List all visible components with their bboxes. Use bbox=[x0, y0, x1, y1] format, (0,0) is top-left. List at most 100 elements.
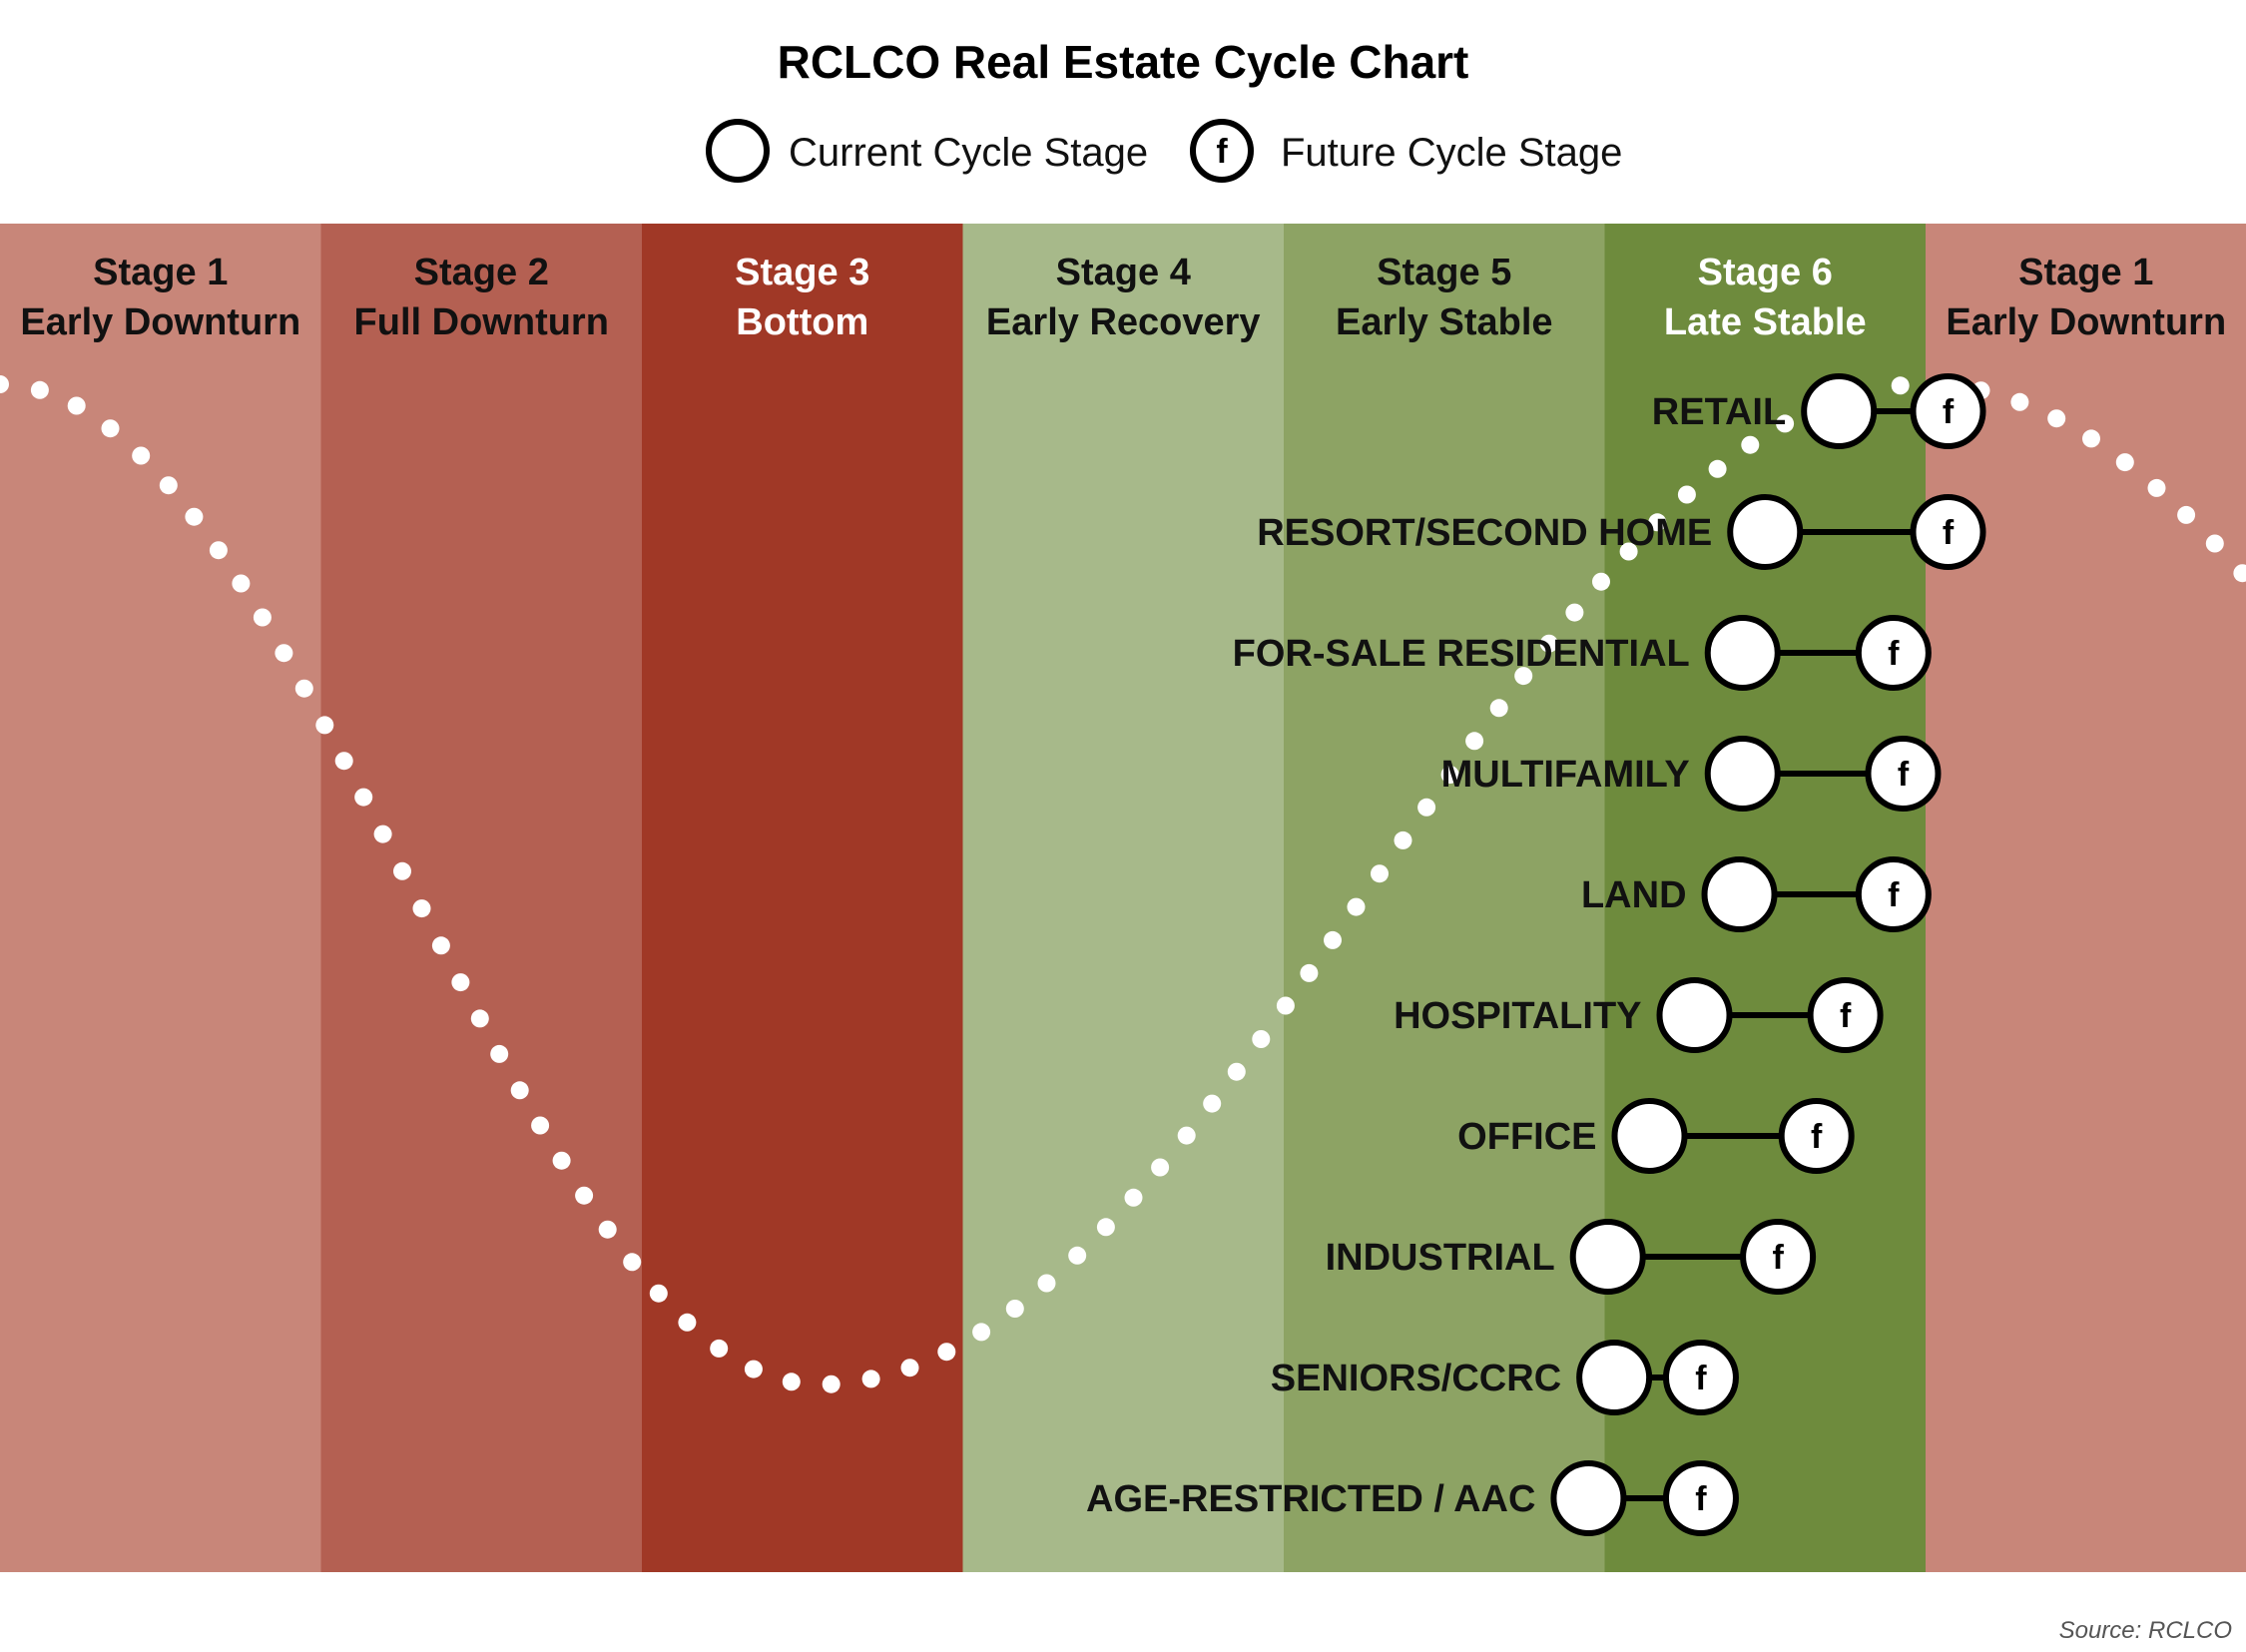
stage-number-label: Stage 6 bbox=[1698, 252, 1833, 293]
curve-dot bbox=[294, 679, 313, 698]
future-stage-marker bbox=[1855, 615, 1932, 691]
curve-dot bbox=[159, 476, 178, 495]
curve-dot bbox=[451, 973, 470, 992]
future-stage-marker bbox=[1910, 373, 1986, 449]
future-stage-marker-label: f bbox=[1695, 1360, 1707, 1397]
curve-dot bbox=[1465, 732, 1484, 751]
curve-dot bbox=[1440, 766, 1459, 784]
stage-number-label: Stage 2 bbox=[414, 252, 549, 293]
curve-dot bbox=[2205, 534, 2224, 553]
curve-dot bbox=[623, 1253, 642, 1272]
current-stage-marker bbox=[1576, 1340, 1653, 1415]
curve-dot bbox=[575, 1186, 594, 1205]
future-stage-marker-label: f bbox=[1840, 997, 1852, 1035]
curve-dot bbox=[937, 1343, 956, 1362]
current-stage-marker bbox=[1701, 856, 1778, 932]
curve-dot bbox=[1619, 542, 1638, 561]
curve-dot bbox=[1592, 572, 1610, 591]
future-stage-marker bbox=[1662, 1340, 1739, 1415]
stage-name-label: Bottom bbox=[736, 301, 868, 343]
future-stage-marker bbox=[1865, 736, 1942, 812]
legend: Current Cycle Stage f Future Cycle Stage bbox=[706, 119, 1622, 183]
stage-band-1 bbox=[0, 224, 321, 1572]
segment-label: AGE-RESTRICTED / AAC bbox=[1086, 1478, 1535, 1520]
curve-dot bbox=[2010, 392, 2029, 411]
curve-dot bbox=[822, 1375, 841, 1393]
curve-dot bbox=[1677, 485, 1696, 504]
curve-dot bbox=[1005, 1300, 1024, 1318]
segment-label: LAND bbox=[1581, 874, 1687, 916]
cycle-curve bbox=[0, 375, 2246, 1393]
current-stage-marker bbox=[1704, 615, 1781, 691]
stage-name-label: Early Downturn bbox=[1946, 301, 2226, 343]
curve-dot bbox=[1539, 634, 1558, 653]
curve-dot bbox=[861, 1370, 880, 1388]
curve-dot bbox=[2177, 505, 2196, 524]
curve-dot bbox=[1151, 1158, 1170, 1177]
curve-dot bbox=[678, 1313, 697, 1332]
curve-dot bbox=[412, 899, 431, 918]
future-stage-marker-label: f bbox=[1811, 1118, 1823, 1156]
stage-number-label: Stage 1 bbox=[2018, 252, 2153, 293]
curve-dot bbox=[2115, 453, 2134, 472]
future-stage-marker-label: f bbox=[1943, 393, 1955, 431]
legend-future-marker bbox=[1190, 119, 1254, 183]
curve-dot bbox=[598, 1220, 617, 1239]
stage-band-5 bbox=[1284, 224, 1605, 1572]
curve-dot bbox=[1177, 1126, 1196, 1145]
legend-current-label: Current Cycle Stage bbox=[789, 131, 1148, 175]
curve-dot bbox=[710, 1339, 729, 1358]
segment-label: FOR-SALE RESIDENTIAL bbox=[1233, 633, 1690, 675]
curve-dot bbox=[1276, 996, 1295, 1015]
segment-label: HOSPITALITY bbox=[1394, 995, 1641, 1037]
curve-dot bbox=[1068, 1246, 1087, 1265]
future-stage-marker bbox=[1910, 494, 1986, 570]
curve-dot bbox=[354, 788, 373, 807]
current-stage-marker bbox=[1727, 494, 1804, 570]
curve-dot bbox=[209, 541, 228, 560]
future-stage-marker bbox=[1740, 1219, 1817, 1295]
curve-dot bbox=[782, 1373, 801, 1391]
segment-row: f HOSPITALITY bbox=[1394, 977, 1884, 1053]
stage-name-label: Early Stable bbox=[1336, 301, 1553, 343]
curve-dot bbox=[373, 825, 392, 843]
curve-dot bbox=[1565, 603, 1584, 622]
legend-future-label: Future Cycle Stage bbox=[1281, 131, 1622, 175]
curve-dot bbox=[431, 936, 450, 955]
curve-dot bbox=[1347, 897, 1366, 916]
curve-dot bbox=[490, 1044, 509, 1063]
curve-dot bbox=[1203, 1094, 1222, 1113]
curve-dot bbox=[1371, 864, 1389, 883]
curve-dot bbox=[253, 608, 272, 627]
segment-label: INDUSTRIAL bbox=[1326, 1237, 1555, 1279]
stage-number-label: Stage 4 bbox=[1056, 252, 1191, 293]
source-note: Source: RCLCO bbox=[2059, 1617, 2232, 1644]
chart-title: RCLCO Real Estate Cycle Chart bbox=[778, 36, 1469, 88]
current-stage-marker bbox=[1550, 1460, 1627, 1536]
curve-dot bbox=[2233, 564, 2246, 583]
current-stage-marker bbox=[1656, 977, 1733, 1053]
stage-number-label: Stage 1 bbox=[93, 252, 228, 293]
curve-dot bbox=[232, 574, 251, 593]
stage-band-3 bbox=[642, 224, 963, 1572]
curve-dot bbox=[1037, 1274, 1056, 1293]
future-stage-marker bbox=[1807, 977, 1884, 1053]
curve-dot bbox=[1891, 376, 1910, 395]
segment-label: RETAIL bbox=[1652, 391, 1786, 433]
curve-dot bbox=[2082, 429, 2100, 448]
legend-current-marker bbox=[706, 119, 770, 183]
curve-dot bbox=[972, 1323, 991, 1342]
curve-dot bbox=[510, 1081, 529, 1100]
curve-dot bbox=[1708, 459, 1727, 478]
current-stage-marker bbox=[1611, 1098, 1688, 1174]
curve-dot bbox=[552, 1151, 571, 1170]
curve-dot bbox=[1324, 930, 1342, 949]
curve-dot bbox=[393, 861, 411, 880]
